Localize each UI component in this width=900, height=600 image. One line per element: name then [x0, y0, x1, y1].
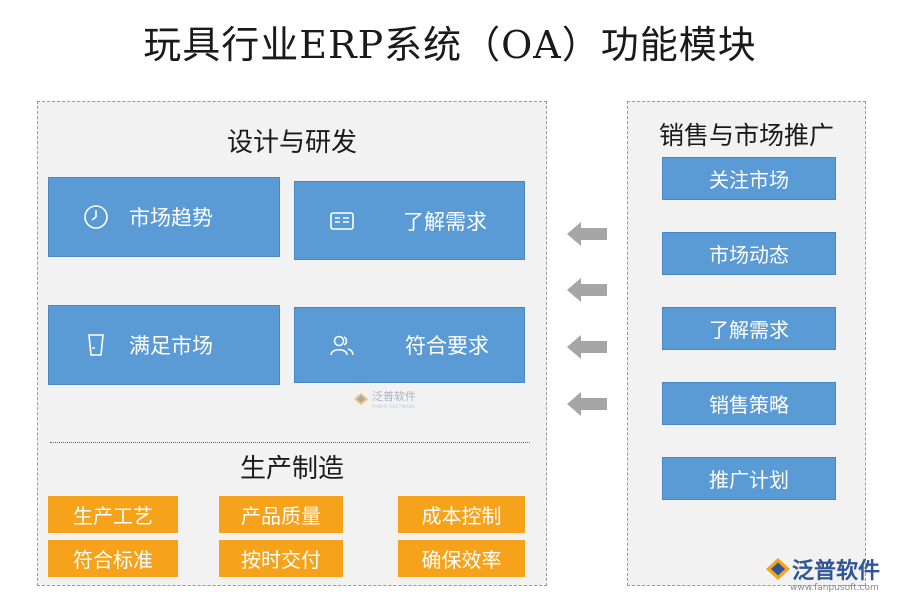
- cup-icon: [83, 332, 109, 358]
- design-item-label: 符合要求: [405, 334, 489, 358]
- clock-icon: [83, 204, 109, 230]
- sales-item: 销售策略: [662, 382, 836, 425]
- section-divider: [50, 442, 530, 443]
- design-item-label: 满足市场: [129, 334, 213, 358]
- production-section-title: 生产制造: [239, 454, 344, 484]
- sales-item: 了解需求: [662, 307, 836, 350]
- card-icon: [329, 208, 355, 234]
- design-section-title: 设计与研发: [226, 128, 357, 158]
- left-arrow-icon: [567, 335, 607, 359]
- center-watermark: 泛普软件 FANPU SOFTWARE: [353, 388, 416, 409]
- design-item-label: 了解需求: [403, 209, 487, 234]
- sales-item: 市场动态: [662, 232, 836, 275]
- production-item: 产品质量: [219, 496, 343, 533]
- watermark-logo-icon: [766, 558, 790, 580]
- corner-watermark-text: 泛普软件: [792, 559, 881, 584]
- production-item: 成本控制: [398, 496, 525, 533]
- center-watermark-sub: FANPU SOFTWARE: [372, 404, 416, 409]
- sales-item: 关注市场: [662, 157, 836, 200]
- page-title: 玩具行业ERP系统（OA）功能模块: [143, 23, 757, 67]
- production-item: 确保效率: [398, 540, 525, 577]
- center-watermark-text: 泛普软件: [372, 390, 416, 403]
- design-item-satisfy-market: 满足市场: [48, 305, 280, 385]
- design-item-market-trend: 市场趋势: [48, 177, 280, 257]
- left-arrow-icon: [567, 278, 607, 302]
- production-item: 按时交付: [219, 540, 343, 577]
- corner-watermark-sub: www.fanpusoft.com: [790, 583, 879, 593]
- left-arrow-icon: [567, 222, 607, 246]
- design-item-understand-needs: 了解需求: [294, 181, 525, 260]
- sales-section-title: 销售与市场推广: [658, 121, 834, 150]
- sales-item: 推广计划: [662, 457, 836, 500]
- design-item-label: 市场趋势: [129, 206, 213, 230]
- design-item-meet-requirements: 符合要求: [294, 307, 525, 383]
- corner-watermark: 泛普软件 www.fanpusoft.com: [764, 553, 881, 593]
- left-arrow-icon: [567, 392, 607, 416]
- users-icon: [329, 332, 355, 358]
- watermark-logo-icon: [354, 392, 368, 405]
- production-item: 生产工艺: [48, 496, 178, 533]
- production-item: 符合标准: [48, 540, 178, 577]
